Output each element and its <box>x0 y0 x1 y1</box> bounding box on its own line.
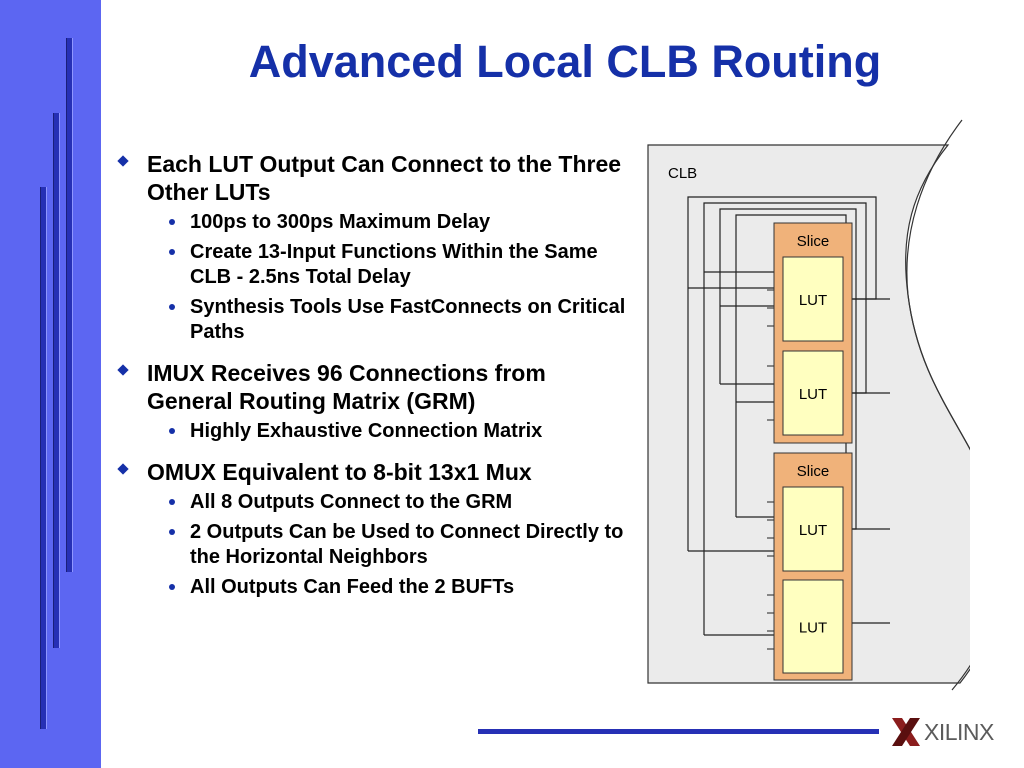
dot-bullet-icon <box>169 219 175 225</box>
decor-bar-1 <box>66 38 73 572</box>
main-bullet-text: IMUX Receives 96 Connections from Genera… <box>147 360 546 414</box>
logo-text: XILINX <box>924 718 994 745</box>
sub-bullet: 2 Outputs Can be Used to Connect Directl… <box>112 520 632 570</box>
diamond-bullet-icon <box>117 463 129 475</box>
xilinx-logo: XILINX <box>890 714 994 750</box>
lut-box <box>782 486 844 572</box>
left-decoration-band <box>0 0 101 768</box>
footer-line <box>478 729 879 734</box>
clb-label: CLB <box>668 165 697 182</box>
lut-box <box>782 256 844 342</box>
main-bullet-text: Each LUT Output Can Connect to the Three… <box>147 151 622 205</box>
main-bullet: OMUX Equivalent to 8-bit 13x1 Mux <box>112 458 632 486</box>
main-bullet-text: OMUX Equivalent to 8-bit 13x1 Mux <box>147 459 532 485</box>
main-bullet: Each LUT Output Can Connect to the Three… <box>112 150 632 206</box>
main-bullet: IMUX Receives 96 Connections from Genera… <box>112 359 632 415</box>
sub-bullet-list: Highly Exhaustive Connection Matrix <box>112 419 632 444</box>
lut-label: LUT <box>799 522 827 539</box>
sub-bullet: All 8 Outputs Connect to the GRM <box>112 490 632 515</box>
slice-label: Slice <box>797 233 830 250</box>
decor-bar-2 <box>53 113 60 648</box>
sub-bullet: 100ps to 300ps Maximum Delay <box>112 210 632 235</box>
sub-bullet-text: 100ps to 300ps Maximum Delay <box>190 211 491 233</box>
sub-bullet: Synthesis Tools Use FastConnects on Crit… <box>112 295 632 345</box>
sub-bullet-text: Synthesis Tools Use FastConnects on Crit… <box>190 296 626 343</box>
lut-label: LUT <box>799 620 827 637</box>
diamond-bullet-icon <box>117 364 129 376</box>
sub-bullet: All Outputs Can Feed the 2 BUFTs <box>112 575 632 600</box>
bullet-group: Each LUT Output Can Connect to the Three… <box>112 150 632 345</box>
clb-edge-curve <box>906 119 970 691</box>
diamond-bullet-icon <box>117 155 129 167</box>
sub-bullet-text: All 8 Outputs Connect to the GRM <box>190 491 513 513</box>
bullet-list: Each LUT Output Can Connect to the Three… <box>112 150 632 614</box>
sub-bullet-text: 2 Outputs Can be Used to Connect Directl… <box>190 521 624 568</box>
dot-bullet-icon <box>169 499 175 505</box>
bullet-group: IMUX Receives 96 Connections from Genera… <box>112 359 632 444</box>
sub-bullet-text: Create 13-Input Functions Within the Sam… <box>190 241 598 288</box>
lut-box <box>782 350 844 436</box>
slice-label: Slice <box>797 463 830 480</box>
dot-bullet-icon <box>169 304 175 310</box>
sub-bullet-text: Highly Exhaustive Connection Matrix <box>190 420 543 442</box>
dot-bullet-icon <box>169 584 175 590</box>
dot-bullet-icon <box>169 249 175 255</box>
sub-bullet-list: All 8 Outputs Connect to the GRM 2 Output… <box>112 490 632 600</box>
lut-label: LUT <box>799 292 827 309</box>
dot-bullet-icon <box>169 428 175 434</box>
sub-bullet-text: All Outputs Can Feed the 2 BUFTs <box>190 576 515 598</box>
lut-label: LUT <box>799 386 827 403</box>
decor-bar-3 <box>40 187 47 729</box>
sub-bullet: Highly Exhaustive Connection Matrix <box>112 419 632 444</box>
sub-bullet: Create 13-Input Functions Within the Sam… <box>112 240 632 290</box>
lut-box <box>782 579 844 674</box>
xilinx-x-icon <box>892 718 920 746</box>
dot-bullet-icon <box>169 529 175 535</box>
slide-title: Advanced Local CLB Routing <box>248 36 882 87</box>
